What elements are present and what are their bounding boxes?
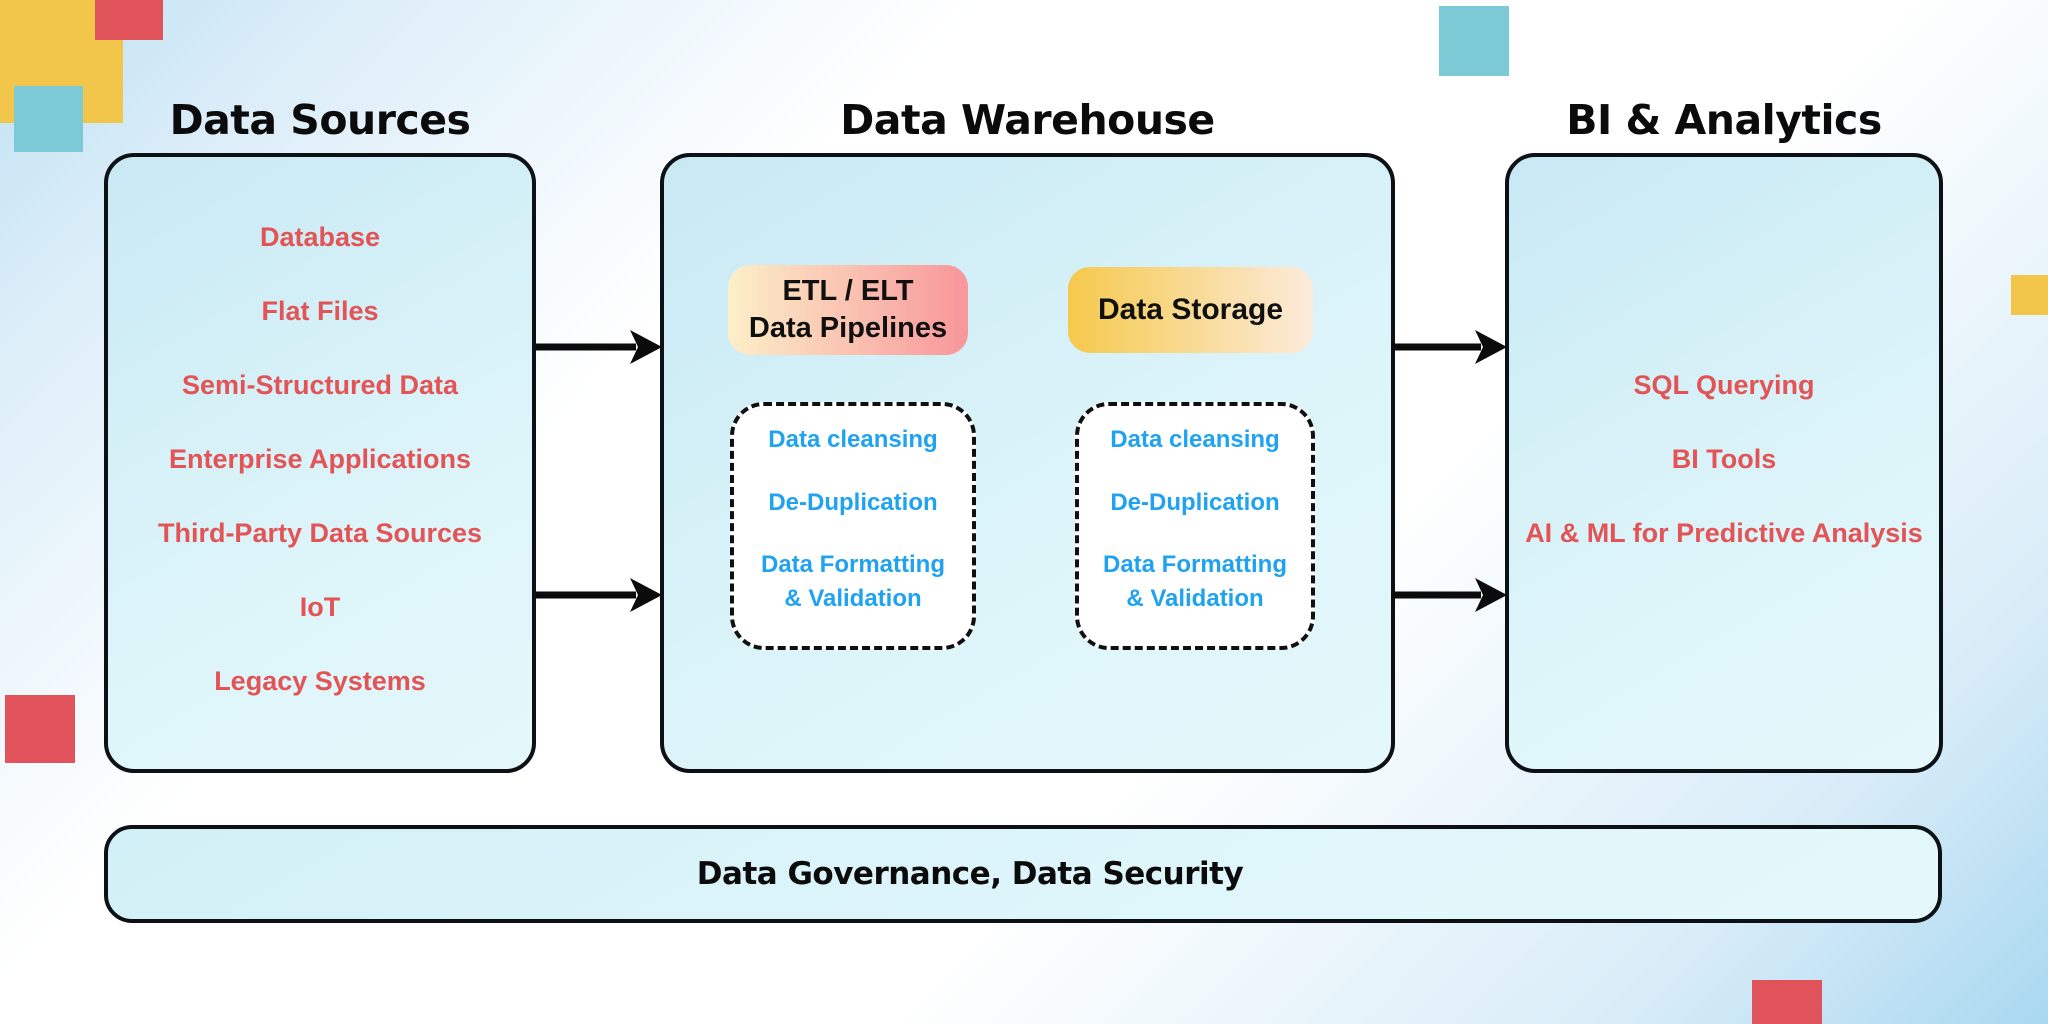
- pipeline-step: Data Formatting & Validation: [734, 548, 972, 616]
- data-warehouse-panel: ETL / ELT Data Pipelines Data Storage Da…: [660, 153, 1395, 773]
- storage-step: Data Formatting & Validation: [1079, 548, 1311, 616]
- bi-item: SQL Querying: [1633, 370, 1815, 400]
- decor-square-red-bottom-right: [1752, 980, 1822, 1024]
- source-item: Third-Party Data Sources: [157, 518, 483, 548]
- bi-analytics-panel: SQL Querying BI Tools AI & ML for Predic…: [1505, 153, 1943, 773]
- decor-square-teal-top-right: [1439, 6, 1509, 76]
- data-storage-badge: Data Storage: [1068, 267, 1313, 353]
- etl-elt-pipelines-badge-line1: ETL / ELT: [782, 275, 914, 307]
- pipeline-step: Data cleansing: [768, 426, 938, 453]
- pipeline-step-line1: Data Formatting: [760, 551, 945, 578]
- flow-arrow-sources-to-warehouse-top: [536, 330, 662, 364]
- source-item: IoT: [299, 592, 341, 622]
- bi-item: BI Tools: [1671, 444, 1777, 474]
- source-item: Flat Files: [261, 296, 379, 326]
- governance-security-label: Data Governance, Data Security: [696, 856, 1244, 892]
- pipeline-step: De-Duplication: [768, 489, 938, 516]
- data-sources-panel: Database Flat Files Semi-Structured Data…: [104, 153, 536, 773]
- bi-column-title: BI & Analytics: [1566, 96, 1882, 144]
- flow-arrow-sources-to-warehouse-bottom: [536, 578, 662, 612]
- storage-step-line1: Data Formatting: [1102, 551, 1287, 578]
- source-item: Enterprise Applications: [168, 444, 472, 474]
- flow-arrow-warehouse-to-bi-bottom: [1391, 578, 1507, 612]
- etl-elt-pipelines-badge: ETL / ELT Data Pipelines: [728, 265, 968, 355]
- etl-elt-pipelines-badge-line2: Data Pipelines: [748, 312, 948, 344]
- decor-square-yellow-right-edge: [2011, 275, 2048, 315]
- decor-square-red-top-left: [95, 0, 163, 40]
- bi-item: AI & ML for Predictive Analysis: [1525, 518, 1923, 548]
- storage-step: Data cleansing: [1110, 426, 1280, 453]
- decor-square-teal-top-left: [14, 86, 83, 152]
- storage-step: De-Duplication: [1110, 489, 1280, 516]
- source-item: Semi-Structured Data: [181, 370, 459, 400]
- warehouse-column-title: Data Warehouse: [840, 96, 1215, 144]
- sources-column-title: Data Sources: [169, 96, 471, 144]
- governance-security-bar: Data Governance, Data Security: [104, 825, 1942, 923]
- storage-step-line2: & Validation: [1126, 585, 1264, 612]
- flow-arrow-warehouse-to-bi-top: [1391, 330, 1507, 364]
- source-item: Database: [259, 222, 381, 252]
- storage-steps-box: Data cleansing De-Duplication Data Forma…: [1075, 402, 1315, 650]
- pipelines-steps-box: Data cleansing De-Duplication Data Forma…: [730, 402, 976, 650]
- pipeline-step-line2: & Validation: [784, 585, 922, 612]
- data-storage-badge-label: Data Storage: [1097, 293, 1284, 326]
- source-item: Legacy Systems: [214, 666, 426, 696]
- decor-square-red-bottom-left: [5, 695, 75, 763]
